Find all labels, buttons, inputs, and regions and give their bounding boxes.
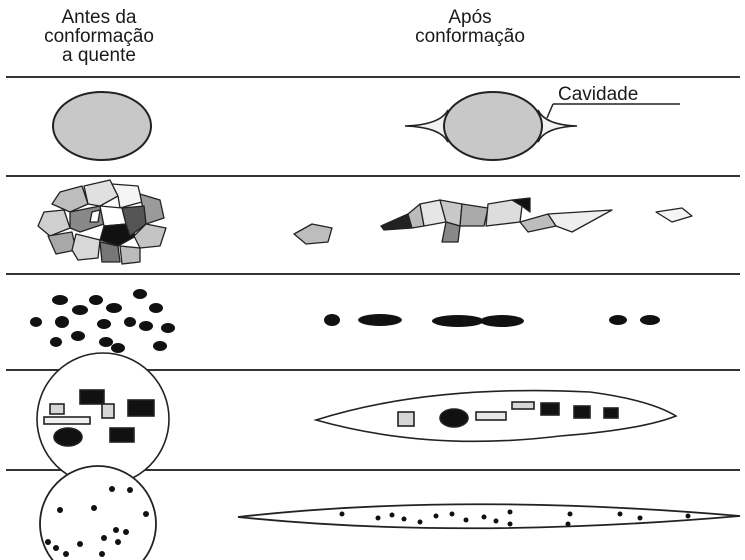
before-particles: [30, 289, 175, 353]
dot: [566, 522, 571, 527]
particle: [161, 323, 175, 333]
dot: [638, 516, 643, 521]
dot: [45, 539, 51, 545]
dark-particle: [440, 409, 468, 427]
fragment: [120, 246, 140, 264]
particle: [55, 316, 69, 328]
row-mixed-inclusion: [37, 353, 676, 485]
dot: [494, 519, 499, 524]
particle: [97, 319, 111, 329]
particle: [324, 314, 340, 326]
dot: [418, 520, 423, 525]
dark-particle: [110, 428, 134, 442]
dot: [464, 518, 469, 523]
fragment: [90, 210, 100, 222]
patterned-particle: [398, 412, 414, 426]
particle: [50, 337, 62, 347]
dot: [482, 515, 487, 520]
after-stretched-fragments: [381, 198, 612, 242]
dot: [508, 510, 513, 515]
row-brittle-aggregate: [38, 180, 692, 264]
particle: [111, 343, 125, 353]
dot: [109, 486, 115, 492]
light-particle: [44, 417, 90, 424]
fragment: [381, 214, 412, 230]
dot: [618, 512, 623, 517]
dark-particle: [128, 400, 154, 416]
row-ductile-particles: [30, 289, 660, 353]
fragment: [442, 222, 460, 242]
dot: [77, 541, 83, 547]
dot: [376, 516, 381, 521]
dot: [508, 522, 513, 527]
particle: [149, 303, 163, 313]
particle: [133, 289, 147, 299]
row-dispersed-particles: [40, 466, 740, 560]
before-inclusion-circle: [53, 92, 151, 160]
dot: [143, 511, 149, 517]
before-aggregate-cluster: [38, 180, 166, 264]
particle: [153, 341, 167, 351]
particle: [139, 321, 153, 331]
particle: [72, 305, 88, 315]
dot: [123, 529, 129, 535]
dark-particle: [574, 406, 590, 418]
fragment: [38, 210, 70, 236]
particle: [124, 317, 136, 327]
dot: [115, 539, 121, 545]
particle: [432, 315, 484, 327]
dot: [568, 512, 573, 517]
dot: [57, 507, 63, 513]
after-elongated-grain: [238, 504, 740, 528]
particle: [71, 331, 85, 341]
after-inclusion-circle: [444, 92, 542, 160]
particle: [358, 314, 402, 326]
particle: [609, 315, 627, 325]
particle: [30, 317, 42, 327]
after-small-fragment: [294, 224, 332, 244]
particle: [99, 337, 113, 347]
dot: [63, 551, 69, 557]
dot: [53, 545, 59, 551]
particle: [106, 303, 122, 313]
cavity-pointer-arrow: [547, 104, 553, 118]
dot: [340, 512, 345, 517]
after-small-fragment: [656, 208, 692, 222]
dot: [99, 551, 105, 557]
dot: [434, 514, 439, 519]
light-particle: [476, 412, 506, 420]
dot: [113, 527, 119, 533]
dot: [91, 505, 97, 511]
dot: [450, 512, 455, 517]
particle: [480, 315, 524, 327]
dot: [402, 517, 407, 522]
fragment: [72, 234, 100, 260]
cavity-label: Cavidade: [558, 84, 638, 105]
fragment: [486, 200, 522, 226]
fragment: [460, 204, 488, 226]
particle: [52, 295, 68, 305]
dot: [127, 487, 133, 493]
patterned-particle: [512, 402, 534, 409]
patterned-particle: [102, 404, 114, 418]
particle: [640, 315, 660, 325]
dot: [390, 513, 395, 518]
after-cavity-right: [538, 110, 577, 142]
dark-particle: [604, 408, 618, 418]
dark-particle: [80, 390, 104, 404]
particle: [89, 295, 103, 305]
dot: [101, 535, 107, 541]
after-cavity-left: [405, 110, 448, 142]
patterned-particle: [50, 404, 64, 414]
dark-particle: [541, 403, 559, 415]
fragment: [548, 210, 612, 232]
dark-particle: [54, 428, 82, 446]
dot: [686, 514, 691, 519]
row-cavity: Cavidade: [53, 84, 680, 160]
fragment: [52, 186, 88, 212]
after-particles: [324, 314, 660, 327]
